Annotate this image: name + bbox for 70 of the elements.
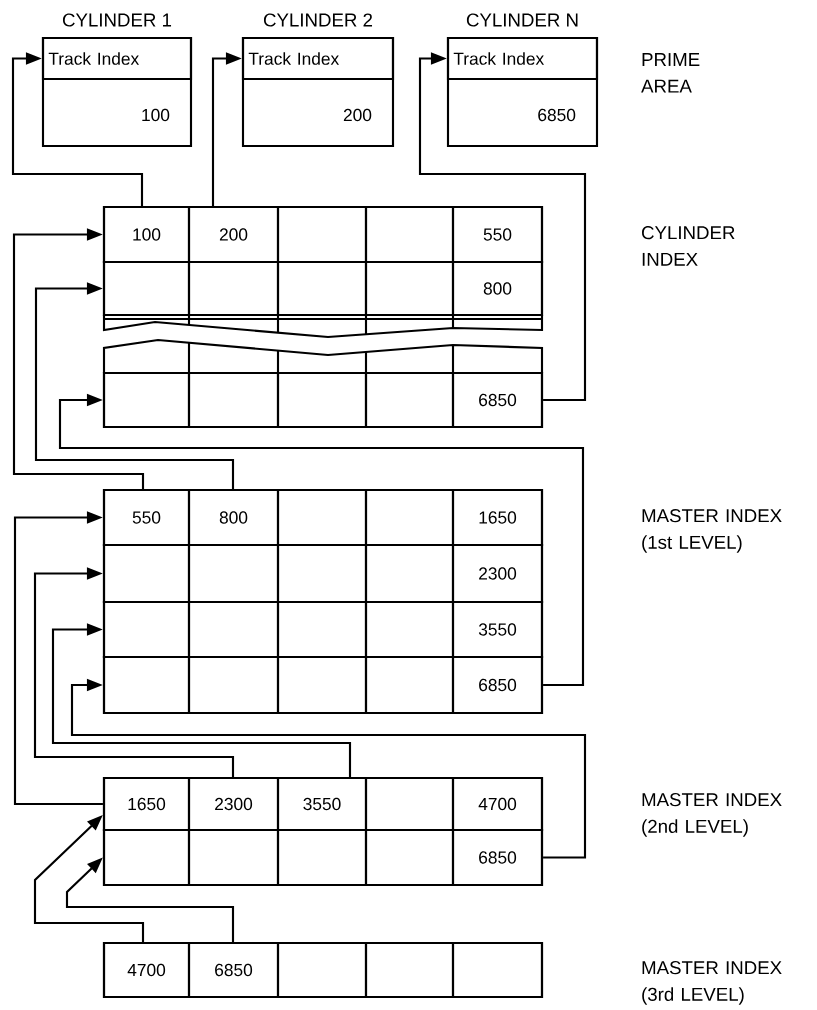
table-cell: 1650 (451, 488, 544, 547)
table-cell (276, 543, 368, 604)
table-cell: 6850 (187, 941, 280, 999)
level-label: PRIME AREA (641, 53, 700, 93)
table-cell: 6850 (451, 371, 544, 429)
table-cell (364, 655, 455, 715)
table-cell (364, 776, 455, 832)
table-cell: 1650 (102, 776, 191, 832)
table-cell (364, 941, 455, 999)
table-cell (187, 543, 280, 604)
table-cell (102, 828, 191, 887)
table-cell (364, 600, 455, 659)
table-cell: 3550 (276, 776, 368, 832)
level-label: CYLINDER INDEX (642, 226, 735, 266)
level-label: MASTER INDEX (3rd LEVEL) (642, 961, 782, 1005)
table-cell (364, 371, 455, 429)
node-label: CYLINDER 2 (263, 13, 373, 27)
table-cell (364, 828, 455, 887)
table-cell: 2300 (451, 543, 544, 604)
arrow (34, 282, 235, 489)
track-index-cell: Track Index (41, 36, 193, 81)
table-cell (276, 600, 368, 659)
track-index-cell: Track Index (241, 36, 395, 81)
level-label: MASTER INDEX (1st LEVEL) (642, 509, 782, 553)
table-cell (187, 600, 280, 659)
table-cell (187, 260, 280, 317)
table-cell: 800 (187, 488, 280, 547)
arrow (11, 52, 144, 206)
table-cell (187, 828, 280, 887)
track-index-cell: Track Index (446, 36, 599, 81)
arrow (51, 623, 352, 777)
table-cell: 200 (187, 205, 280, 264)
table-cell (187, 655, 280, 715)
arrow (70, 678, 587, 859)
table-cell (276, 941, 368, 999)
table-cell (364, 488, 455, 547)
arrow (33, 567, 235, 777)
table-cell: 6850 (451, 655, 544, 715)
node-label: CYLINDER N (466, 13, 578, 27)
table-cell (364, 260, 455, 317)
table-cell (276, 260, 368, 317)
table-cell (276, 205, 368, 264)
table-cell: 3550 (451, 600, 544, 659)
table-cell (102, 260, 191, 317)
table-cell (276, 655, 368, 715)
table-cell (102, 371, 191, 429)
table-cell (276, 828, 368, 887)
table-cell (102, 655, 191, 715)
table-cell (451, 941, 544, 999)
node-label: CYLINDER 1 (62, 13, 172, 27)
level-label: MASTER INDEX (2nd LEVEL) (642, 793, 782, 837)
table-cell (102, 600, 191, 659)
arrow (13, 511, 103, 806)
table-cell: 6850 (451, 828, 544, 887)
table-cell: 4700 (451, 776, 544, 832)
table-cell: 2300 (187, 776, 280, 832)
arrow (58, 393, 585, 687)
table-cell: 4700 (102, 941, 191, 999)
table-cell (364, 205, 455, 264)
table-cell (364, 543, 455, 604)
table-cell (102, 543, 191, 604)
table-cell: 550 (451, 205, 544, 264)
table-cell (276, 488, 368, 547)
table-cell: 800 (451, 260, 544, 317)
table-cell (276, 371, 368, 429)
table-cell: 100 (102, 205, 191, 264)
table-cell: 550 (102, 488, 191, 547)
arrow (12, 228, 145, 489)
arrow (418, 52, 587, 402)
table-cell (187, 371, 280, 429)
